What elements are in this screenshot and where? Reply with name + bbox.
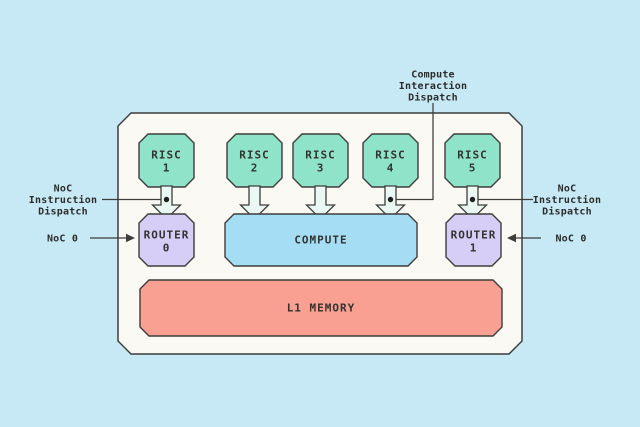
compute-interaction-dispatch-wire xyxy=(390,103,434,201)
junction-dot-risc-5 xyxy=(469,196,476,203)
l1-memory-block xyxy=(139,279,503,337)
junction-dot-risc-4 xyxy=(387,196,394,203)
noc0-left-label: NoC 0 xyxy=(47,234,78,245)
noc-instruction-dispatch-left-label-line1: NoC xyxy=(54,184,73,195)
risc-1-label: RISC xyxy=(151,149,182,162)
router-1-label: ROUTER xyxy=(451,229,497,242)
risc-2-number: 2 xyxy=(251,162,259,175)
noc-instruction-dispatch-left-label-line3: Dispatch xyxy=(38,206,88,218)
risc-4-number: 4 xyxy=(387,162,395,175)
compute-label: COMPUTE xyxy=(294,234,347,247)
noc-instruction-dispatch-right-label-line1: NoC xyxy=(558,184,577,195)
risc-4-label: RISC xyxy=(375,149,406,162)
router-1-block xyxy=(445,213,502,267)
risc-2-block xyxy=(226,133,283,188)
router-0-block xyxy=(138,213,195,267)
risc-5-dispatch-down-arrow-icon xyxy=(456,185,489,220)
risc-5-label: RISC xyxy=(457,149,488,162)
risc-3-label: RISC xyxy=(305,149,336,162)
risc-3-dispatch-down-arrow-icon xyxy=(304,185,337,220)
noc0-right-label: NoC 0 xyxy=(555,234,586,245)
router-1-number: 1 xyxy=(470,242,478,255)
risc-1-dispatch-down-arrow-icon xyxy=(150,185,183,220)
router-0-number: 0 xyxy=(163,242,171,255)
compute-interaction-dispatch-label-line2: Interaction xyxy=(399,80,467,92)
noc-instruction-dispatch-right-label-line3: Dispatch xyxy=(542,206,592,218)
risc-2-label: RISC xyxy=(239,149,270,162)
risc-4-dispatch-down-arrow-icon xyxy=(374,185,407,220)
noc-instruction-dispatch-right-label-line2: Instruction xyxy=(533,194,601,206)
risc-3-number: 3 xyxy=(317,162,325,175)
compute-block xyxy=(224,213,418,267)
compute-interaction-dispatch-label-line3: Dispatch xyxy=(408,92,458,104)
noc0-arrowhead-left xyxy=(126,233,135,243)
risc-3-block xyxy=(292,133,349,188)
noc-instruction-dispatch-left-label-line2: Instruction xyxy=(29,194,97,206)
noc0-arrowhead-right xyxy=(507,233,516,243)
router-0-label: ROUTER xyxy=(144,229,190,242)
junction-dot-risc-1 xyxy=(163,196,170,203)
risc-2-dispatch-down-arrow-icon xyxy=(238,185,271,220)
compute-interaction-dispatch-label-line1: Compute xyxy=(411,70,455,81)
risc-5-block xyxy=(444,133,501,188)
risc-1-block xyxy=(138,133,195,188)
l1-memory-label: L1 MEMORY xyxy=(287,302,356,315)
risc-4-block xyxy=(362,133,419,188)
risc-1-number: 1 xyxy=(163,162,171,175)
risc-5-number: 5 xyxy=(469,162,477,175)
